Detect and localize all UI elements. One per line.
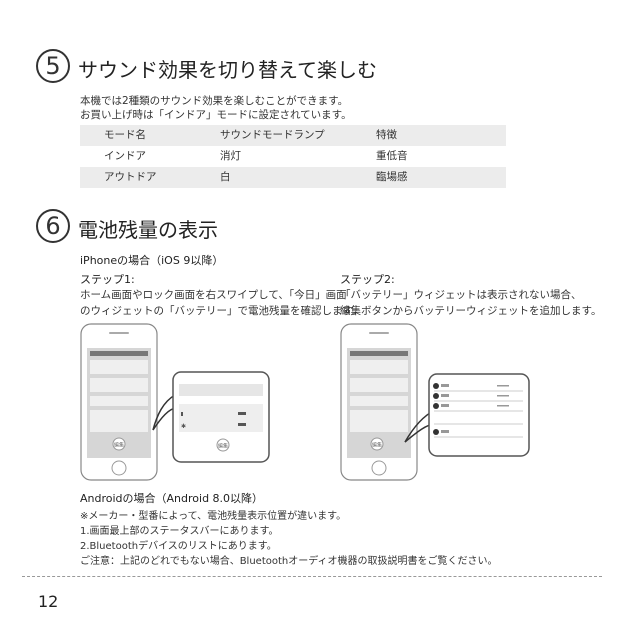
step-1-text-2: のウィジェットの「バッテリー」で電池残量を確認します。	[80, 305, 363, 317]
section-5-title: サウンド効果を切り替えて楽しむ	[78, 58, 377, 82]
section-6-title: 電池残量の表示	[78, 218, 218, 242]
iphone-heading: iPhoneの場合（iOS 9以降）	[80, 254, 224, 267]
table-cell: アウトドア	[104, 171, 157, 183]
page-number: 12	[38, 592, 59, 611]
phone-illustration-step1: 編集 ✱ 編集	[80, 323, 270, 481]
android-note: ※メーカー・型番によって、電池残量表示位置が違います。	[80, 511, 347, 522]
table-cell: 白	[220, 171, 231, 183]
edit-button-label: 編集	[372, 442, 382, 449]
step-5-badge: 5	[36, 49, 70, 83]
android-item-2: 2.Bluetoothデバイスのリストにあります。	[80, 541, 277, 552]
table-header-row: モード名 サウンドモードランプ 特徴	[80, 125, 506, 146]
step-1-text-1: ホーム画面やロック画面を右スワイプして、「今日」画面	[80, 289, 347, 301]
table-header: モード名	[104, 129, 146, 141]
sound-mode-table: モード名 サウンドモードランプ 特徴 インドア 消灯 重低音 アウトドア 白 臨…	[80, 125, 506, 188]
step-6-badge: 6	[36, 209, 70, 243]
android-caution: ご注意：上記のどれでもない場合、Bluetoothオーディオ機器の取扱説明書をご…	[80, 556, 498, 567]
step-2-label: ステップ2:	[340, 273, 395, 286]
edit-button-label: 編集	[114, 442, 124, 449]
table-row: インドア 消灯 重低音	[80, 146, 506, 167]
table-row: アウトドア 白 臨場感	[80, 167, 506, 188]
table-cell: 消灯	[220, 150, 241, 162]
edit-button-label: 編集	[218, 443, 228, 450]
phone-illustration-step2: 編集	[340, 323, 530, 481]
section-5-text-1: 本機では2種類のサウンド効果を楽しむことができます。	[80, 95, 349, 107]
footer-divider	[22, 576, 602, 577]
table-header: 特徴	[376, 129, 397, 141]
table-header: サウンドモードランプ	[220, 129, 325, 141]
section-5-text-2: お買い上げ時は「インドア」モードに設定されています。	[80, 109, 352, 121]
table-cell: 臨場感	[376, 171, 408, 183]
step-1-label: ステップ1:	[80, 273, 135, 286]
android-item-1: 1.画面最上部のステータスバーにあります。	[80, 526, 279, 537]
android-heading: Androidの場合（Android 8.0以降）	[80, 492, 264, 505]
table-cell: インドア	[104, 150, 146, 162]
table-cell: 重低音	[376, 150, 408, 162]
step-2-text-1: 「バッテリー」ウィジェットは表示されない場合、	[340, 289, 582, 301]
bluetooth-icon: ✱	[181, 423, 186, 430]
step-2-text-2: 編集ボタンからバッテリーウィジェットを追加します。	[340, 305, 602, 317]
